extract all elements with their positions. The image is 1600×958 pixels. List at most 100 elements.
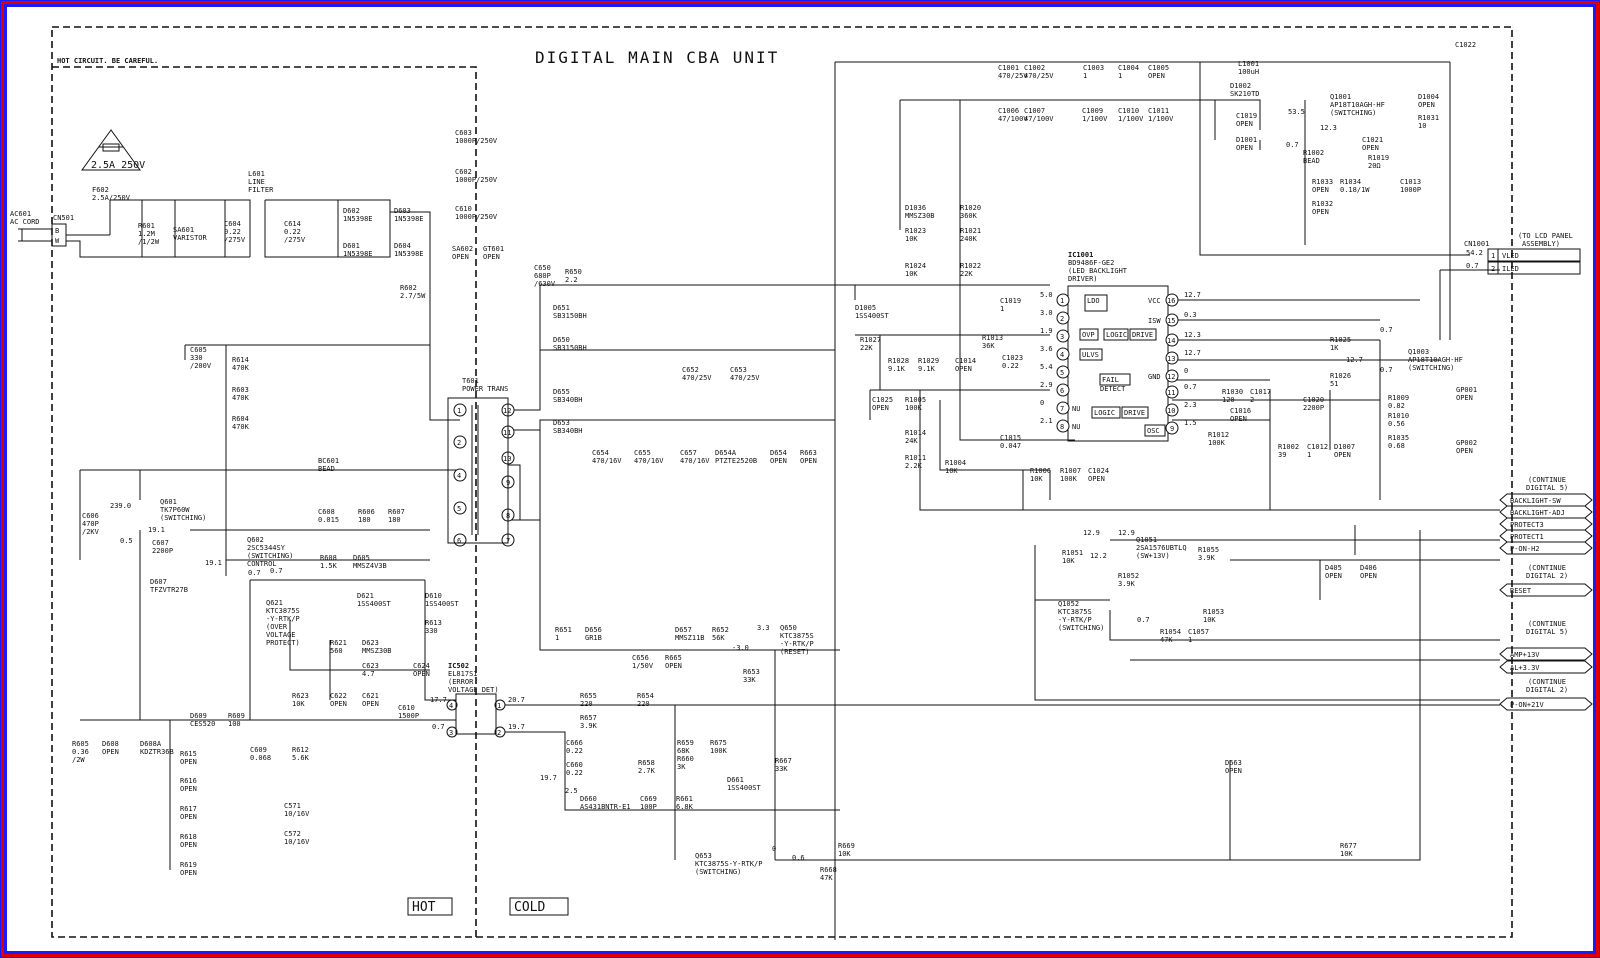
sec-d651-0: D651 xyxy=(553,304,570,312)
pri-f602-0: F602 xyxy=(92,186,109,194)
cn-pin-b: B xyxy=(55,227,59,235)
pri-r601-1: 1.2M xyxy=(138,230,155,238)
t601-pin-5 xyxy=(453,501,467,515)
sec-r665-1: OPEN xyxy=(665,662,682,670)
conn-signal-reset: RESET xyxy=(1510,587,1532,595)
pri-sa601-1: VARISTOR xyxy=(173,234,208,242)
led-r1026-1: 51 xyxy=(1330,380,1338,388)
led-q1001-2: (SWITCHING) xyxy=(1330,109,1376,117)
pri-r603-0: R603 xyxy=(232,386,249,394)
ic-left-pin-8 xyxy=(1056,419,1070,433)
ic-block-9 xyxy=(1144,424,1166,437)
led-d1036-1: MMSZ30B xyxy=(905,212,935,220)
pri-r608-0: R608 xyxy=(320,554,337,562)
lcd-signal-box-2 xyxy=(1497,261,1581,275)
pri-r607-1: 180 xyxy=(388,516,401,524)
sec-d655-0: D655 xyxy=(553,388,570,396)
sec-c656-0: C656 xyxy=(632,654,649,662)
sec-c660-0: C660 xyxy=(566,761,583,769)
pri-sa602-0: SA602 xyxy=(452,245,473,253)
pri-q621-0: Q621 xyxy=(266,599,283,607)
led-r1020-1: 360K xyxy=(960,212,978,220)
sec-c650-1: 680P xyxy=(534,272,551,280)
led-r1025-1: 1K xyxy=(1330,344,1339,352)
wire-10 xyxy=(225,559,430,576)
ic502-pin-label-3: 3 xyxy=(449,729,453,737)
pri-q621-2: -Y-RTK/P xyxy=(266,615,300,623)
ic-block-label-0: LDO xyxy=(1087,297,1100,305)
led-r1002-0: R1002 xyxy=(1303,149,1324,157)
ic-right-pin-name-16: VCC xyxy=(1148,297,1161,305)
ic-right-pin-11 xyxy=(1165,385,1179,399)
led-c1002-1: 470/25V xyxy=(1024,72,1054,80)
led-c1025-0: C1025 xyxy=(872,396,893,404)
led-r1023-0: R1023 xyxy=(905,227,926,235)
ic-left-pin-6 xyxy=(1056,383,1070,397)
led-r1010-1: 0.56 xyxy=(1388,420,1405,428)
pri-c602-1: 1000P/250V xyxy=(455,176,498,184)
sec-r651-1: 1 xyxy=(555,634,559,642)
pri-r619-0: R619 xyxy=(180,861,197,869)
ic-right-pin-name-12: GND xyxy=(1148,373,1161,381)
led-r1051-0: R1051 xyxy=(1062,549,1083,557)
ic-block-label-2: ULVS xyxy=(1082,351,1099,359)
ic-right-pin-13 xyxy=(1165,351,1179,365)
voltage-6: 17.7 xyxy=(430,696,447,704)
pri-sa601-0: SA601 xyxy=(173,226,194,234)
ic-right-pin-16 xyxy=(1165,293,1179,307)
conn-group2-2: DIGITAL 5) xyxy=(1526,628,1568,636)
pri-r603-1: 470K xyxy=(232,394,250,402)
led-r1021-0: R1021 xyxy=(960,227,981,235)
ic-left-pin-volt-3: 1.9 xyxy=(1040,327,1053,335)
sec-r657-1: 3.9K xyxy=(580,722,598,730)
ic-right-pin-num-14: 14 xyxy=(1167,337,1175,345)
conn-arrow-1-0 xyxy=(1499,583,1593,597)
sec-r651-0: R651 xyxy=(555,626,572,634)
pri-q602-2: (SWITCHING) xyxy=(247,552,293,560)
led-c1024-1: OPEN xyxy=(1088,475,1105,483)
led-d1005-0: D1005 xyxy=(855,304,876,312)
sec-d656-1: GR1B xyxy=(585,634,602,642)
sec-q650-3: (RESET) xyxy=(780,648,810,656)
led-r1025-0: R1025 xyxy=(1330,336,1351,344)
led-r1026-0: R1026 xyxy=(1330,372,1351,380)
sec-d651-1: SB3150BH xyxy=(553,312,587,320)
ic-left-pin-7 xyxy=(1056,401,1070,415)
pri-r617-1: OPEN xyxy=(180,813,197,821)
ic-right-pin-num-11: 11 xyxy=(1167,389,1175,397)
pri-c610-0: C610 xyxy=(398,704,415,712)
ic-right-pin-volt-10: 2.3 xyxy=(1184,401,1197,409)
pri-c572-1: 10/16V xyxy=(284,838,310,846)
pri-q602-0: Q602 xyxy=(247,536,264,544)
board-border xyxy=(51,26,1513,938)
wire-45 xyxy=(775,530,1421,861)
ic-left-pin-num-7: 7 xyxy=(1060,405,1064,413)
led-gp002-0: GP002 xyxy=(1456,439,1477,447)
sec-d663-0: D663 xyxy=(1225,759,1242,767)
wire-27 xyxy=(959,300,1075,441)
sec-c654-0: C654 xyxy=(592,449,609,457)
sec-d657-1: MMSZ11B xyxy=(675,634,705,642)
pri-q601-0: Q601 xyxy=(160,498,177,506)
pri-c606-0: C606 xyxy=(82,512,99,520)
ic-left-pin-2 xyxy=(1056,311,1070,325)
optocoupler-box xyxy=(455,693,497,735)
pri-c609-1: 0.068 xyxy=(250,754,271,762)
sec-c666-1: 0.22 xyxy=(566,747,583,755)
ic-right-pin-15 xyxy=(1165,313,1179,327)
t601-ref: T601 xyxy=(462,377,479,385)
led-r1029-0: R1029 xyxy=(918,357,939,365)
led-c1009-1: 1/100V xyxy=(1082,115,1108,123)
conn-signal-backlight-adj: BACKLIGHT-ADJ xyxy=(1510,509,1565,517)
wire-42 xyxy=(600,649,1500,661)
hot-warning: HOT CIRCUIT. BE CAREFUL. xyxy=(57,57,158,65)
pri-d601-1: 1N5398E xyxy=(343,250,373,258)
led-c1020-1: 2200P xyxy=(1303,404,1324,412)
ic-block-label-7: LOGIC xyxy=(1094,409,1115,417)
ic502-pin-3 xyxy=(446,726,458,738)
led-c1007-1: 47/100V xyxy=(1024,115,1054,123)
ic-right-pin-volt-16: 12.7 xyxy=(1184,291,1201,299)
led-c1022-0: C1022 xyxy=(1455,41,1476,49)
sec-c666-0: C666 xyxy=(566,739,583,747)
